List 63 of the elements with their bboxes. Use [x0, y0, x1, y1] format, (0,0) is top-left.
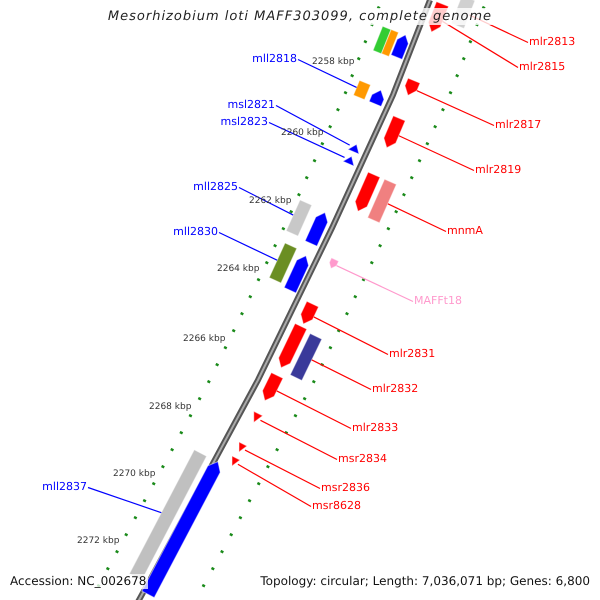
- gene-segment: [278, 322, 308, 368]
- gene-label: msr8628: [312, 499, 361, 512]
- gene-label: mnmA: [447, 224, 483, 237]
- gene-segment: [372, 26, 392, 54]
- gene-segment: [368, 89, 385, 108]
- gene-segment: [268, 242, 298, 284]
- gene-label: mll2818: [252, 52, 297, 65]
- leader-line: [416, 90, 494, 126]
- leader-line: [314, 316, 388, 356]
- leader-line: [268, 122, 345, 158]
- gene-segment: [289, 332, 323, 382]
- leader-line: [312, 359, 372, 390]
- gene-label: mlr2813: [529, 35, 576, 48]
- gene-label: mll2830: [173, 225, 218, 238]
- gene-segment: [352, 80, 372, 100]
- scale-label: 2258 kbp: [312, 57, 354, 68]
- scale-label: 2266 kbp: [183, 334, 226, 345]
- scale-label: 2272 kbp: [77, 536, 120, 547]
- scale-label: 2264 kbp: [217, 264, 260, 275]
- leader-line: [336, 265, 414, 302]
- gene-label: mlr2833: [352, 421, 398, 434]
- leader-line: [238, 464, 312, 508]
- gene-segment: [304, 212, 328, 247]
- gene-segment: [347, 144, 360, 155]
- gene-label: mlr2817: [495, 118, 542, 131]
- leader-line: [88, 486, 162, 514]
- gene-label: msr2834: [338, 452, 387, 465]
- gene-segment: [404, 77, 421, 96]
- leader-line: [388, 203, 446, 232]
- gene-label: MAFFt18: [414, 294, 462, 307]
- gene-segment: [262, 372, 284, 402]
- genome-info-text: Topology: circular; Length: 7,036,071 bp; Genes: 6,800: [258, 574, 592, 589]
- gene-label: mll2837: [42, 480, 87, 493]
- accession-text: Accession: NC_002678: [8, 574, 148, 589]
- gene-label: mlr2815: [519, 60, 566, 73]
- leader-line: [276, 104, 350, 146]
- leader-line: [260, 420, 338, 460]
- scale-label: 2268 kbp: [149, 402, 192, 413]
- scale-label: 2270 kbp: [113, 469, 156, 480]
- gene-segment: [383, 115, 406, 148]
- gene-segment: [366, 178, 398, 224]
- gene-label: mlr2832: [372, 382, 418, 395]
- gene-label: msl2821: [228, 98, 275, 111]
- gene-label: mlr2831: [389, 347, 436, 360]
- gene-segment: [342, 156, 354, 167]
- leader-line: [244, 450, 320, 490]
- gene-label: mll2825: [193, 180, 238, 193]
- leader-line: [398, 135, 474, 172]
- gene-segment: [231, 455, 241, 467]
- gene-segment: [283, 255, 310, 294]
- gene-label: mlr2819: [475, 163, 522, 176]
- leader-line: [276, 390, 352, 430]
- leader-line: [218, 232, 278, 261]
- gene-segment: [380, 28, 400, 58]
- leader-line: [238, 186, 294, 216]
- gene-label: msr2836: [321, 481, 370, 494]
- gene-segment: [328, 257, 340, 270]
- gene-segment: [253, 410, 264, 424]
- gene-segment: [390, 34, 409, 60]
- gene-segment: [354, 171, 381, 212]
- gene-label: msl2823: [220, 115, 268, 128]
- gene-segment: [300, 300, 320, 325]
- gene-segment: [238, 441, 248, 454]
